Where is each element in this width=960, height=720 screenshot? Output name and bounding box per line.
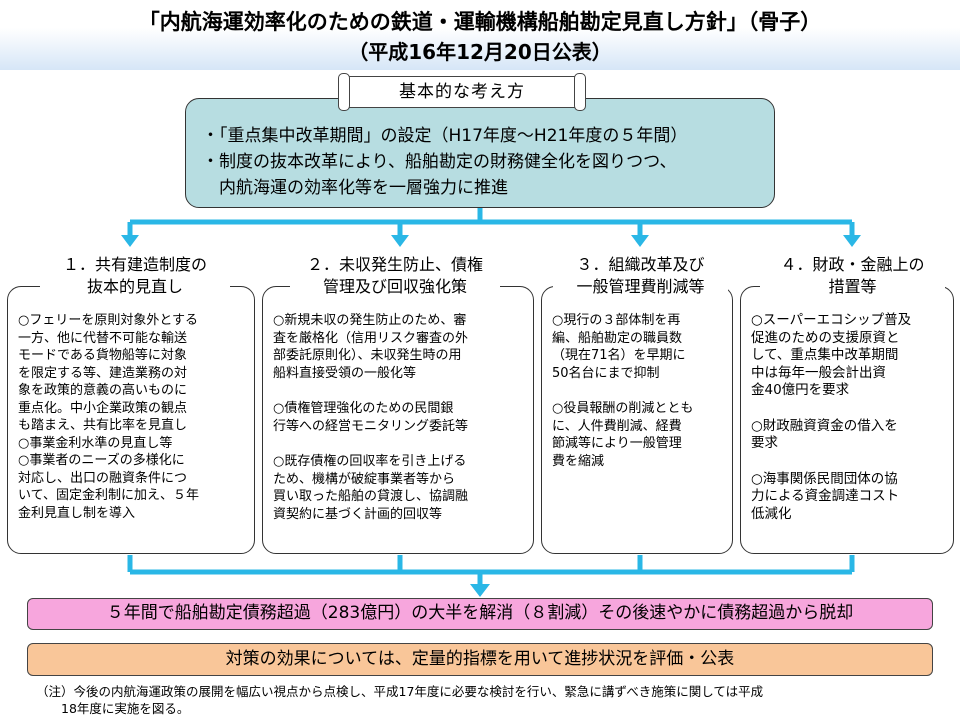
footnote: （注）今後の内航海運政策の展開を幅広い視点から点検し、平成17年度に必要な検討を… xyxy=(36,683,763,717)
column-item: ○事業金利水準の見直し等 xyxy=(18,435,173,451)
column-item: ○既存債権の回収率を引き上げるため、機構が破綻事業者等から 買い取った船舶の貸渡… xyxy=(273,454,469,522)
column-3-title: ３．組織改革及び 一般管理費削減等 xyxy=(553,254,728,298)
footnote-line: （注）今後の内航海運政策の展開を幅広い視点から点検し、平成17年度に必要な検討を… xyxy=(36,684,764,699)
basic-policy-line: 内航海運の効率化等を一層強力に推進 xyxy=(202,178,508,198)
column-item: ○役員報酬の削減とともに、人件費削減、経費 節減等により一般管理費を縮減 xyxy=(552,401,694,469)
result-banner: ５年間で船舶勘定債務超過（283億円）の大半を解消（８割減）その後速やかに債務超… xyxy=(27,598,933,630)
column-title-line: ４．財政・金融上の xyxy=(780,255,925,274)
basic-policy-line: ・制度の抜本改革により、船舶勘定の財務健全化を図りつつ、 xyxy=(202,152,677,172)
footnote-line: 18年度に実施を図る。 xyxy=(36,701,190,716)
evaluation-banner: 対策の効果については、定量的指標を用いて進捗状況を評価・公表 xyxy=(27,643,933,676)
column-item: ○財政融資資金の借入を要求 xyxy=(751,417,898,452)
basic-policy-line: ・「重点集中改革期間」の設定（H17年度〜H21年度の５年間） xyxy=(202,126,688,146)
page-subtitle: （平成16年12月20日公表） xyxy=(348,40,612,64)
column-title-line: 措置等 xyxy=(828,277,877,296)
column-2-box: ○新規未収の発生防止のため、審査を厳格化（信用リスク審査の外 部委託原則化）、未… xyxy=(262,286,534,554)
column-title-line: １．共有建造制度の xyxy=(62,255,207,274)
column-item: ○フェリーを原則対象外とする一方、他に代替不可能な輸送 モードである貨物船等に対… xyxy=(18,313,198,433)
title-banner: 「内航海運効率化のための鉄道・運輸機構船舶勘定見直し方針」（骨子） （平成16年… xyxy=(0,0,960,70)
column-4-box: ○スーパーエコシップ普及促進のための支援原資と して、重点集中改革期間中は毎年一… xyxy=(740,286,954,554)
column-item: ○海事関係民間団体の協力による資金調達コスト 低減化 xyxy=(751,470,900,522)
column-4-title: ４．財政・金融上の 措置等 xyxy=(760,254,945,298)
column-1-box: ○フェリーを原則対象外とする一方、他に代替不可能な輸送 モードである貨物船等に対… xyxy=(7,286,255,554)
column-item: ○事業者のニーズの多様化に対応し、出口の融資条件につ いて、固定金利制に加え、５… xyxy=(18,453,199,521)
column-title-line: ３．組織改革及び xyxy=(576,255,705,274)
column-item: ○スーパーエコシップ普及促進のための支援原資と して、重点集中改革期間中は毎年一… xyxy=(751,312,912,398)
basic-policy-heading: 基本的な考え方 xyxy=(338,73,586,111)
column-title-line: 抜本的見直し xyxy=(86,277,183,296)
column-title-line: 一般管理費削減等 xyxy=(576,277,705,296)
column-title-line: 管理及び回収強化策 xyxy=(322,277,467,296)
column-item: ○新規未収の発生防止のため、審査を厳格化（信用リスク審査の外 部委託原則化）、未… xyxy=(273,313,469,381)
column-title-line: ２．未収発生防止、債権 xyxy=(306,255,483,274)
basic-policy-box: ・「重点集中改革期間」の設定（H17年度〜H21年度の５年間） ・制度の抜本改革… xyxy=(185,98,775,208)
column-item: ○債権管理強化のための民間銀行等への経営モニタリング委託等 xyxy=(273,401,469,434)
column-2-title: ２．未収発生防止、債権 管理及び回収強化策 xyxy=(290,254,500,298)
column-1-title: １．共有建造制度の 抜本的見直し xyxy=(40,254,230,298)
page-title: 「内航海運効率化のための鉄道・運輸機構船舶勘定見直し方針」（骨子） xyxy=(138,10,822,34)
